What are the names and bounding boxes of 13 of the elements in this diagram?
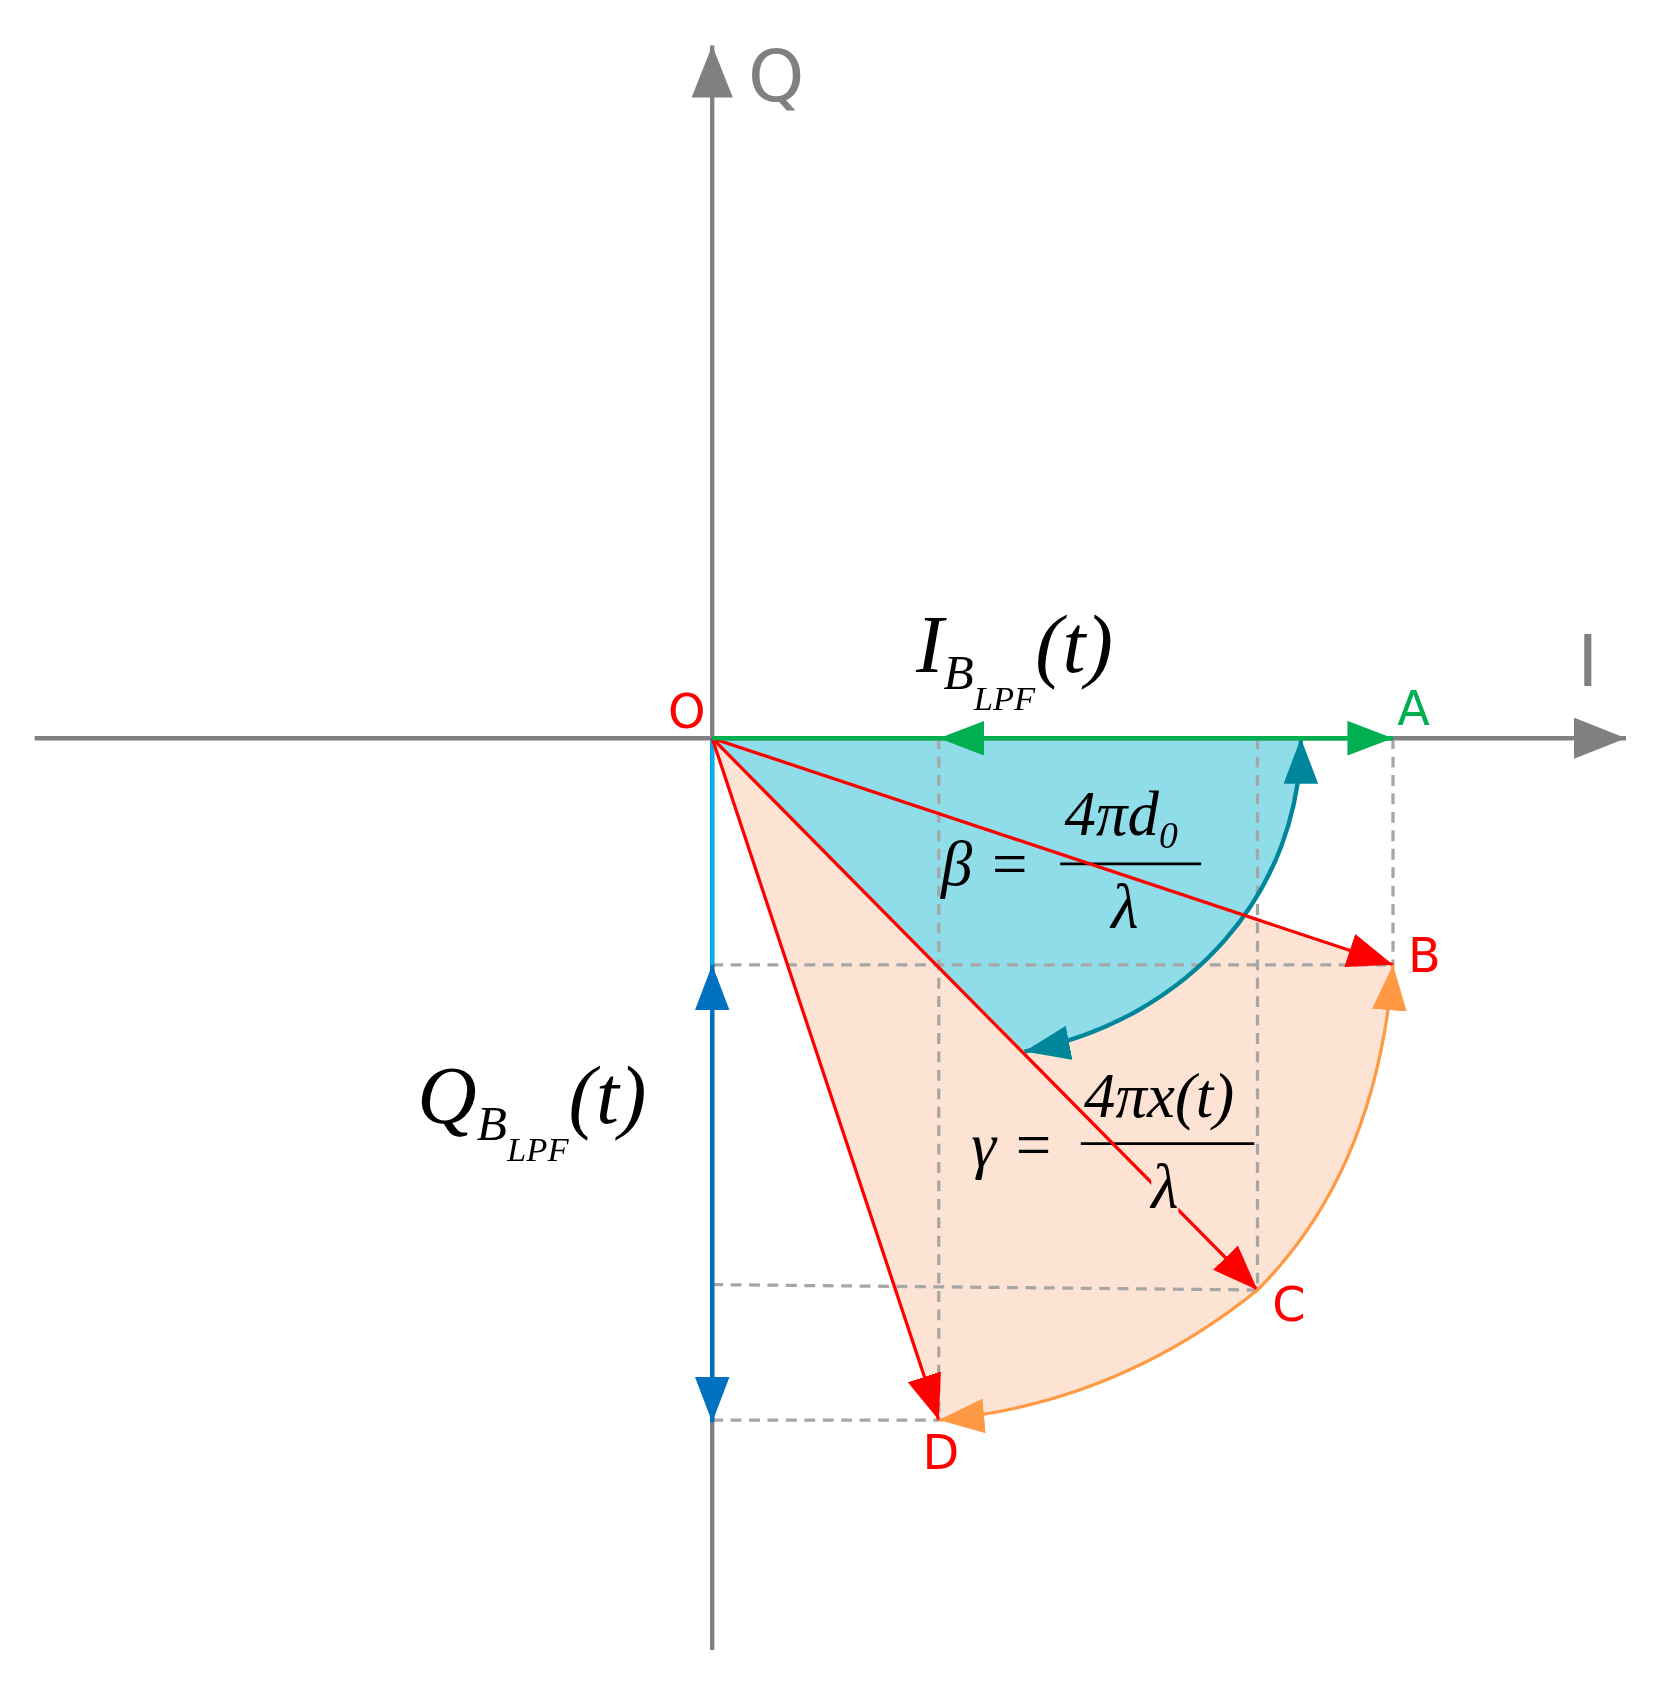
formula-text: λ (1111, 875, 1139, 939)
vector-arrow (710, 737, 941, 1421)
point-label: D (922, 1428, 960, 1477)
point-label: O (667, 687, 706, 736)
formula-text: γ = (971, 1114, 1055, 1178)
axis-label: I (1577, 626, 1599, 699)
point-label: B (1408, 932, 1441, 980)
vector-arrow (712, 721, 1393, 756)
arc-arrow (938, 964, 1406, 1433)
point-label: C (1272, 1281, 1306, 1330)
formula-text: 4πd$_{0}$ (1064, 782, 1178, 856)
axis-label: Q (748, 41, 805, 113)
point-label: A (1397, 684, 1430, 733)
